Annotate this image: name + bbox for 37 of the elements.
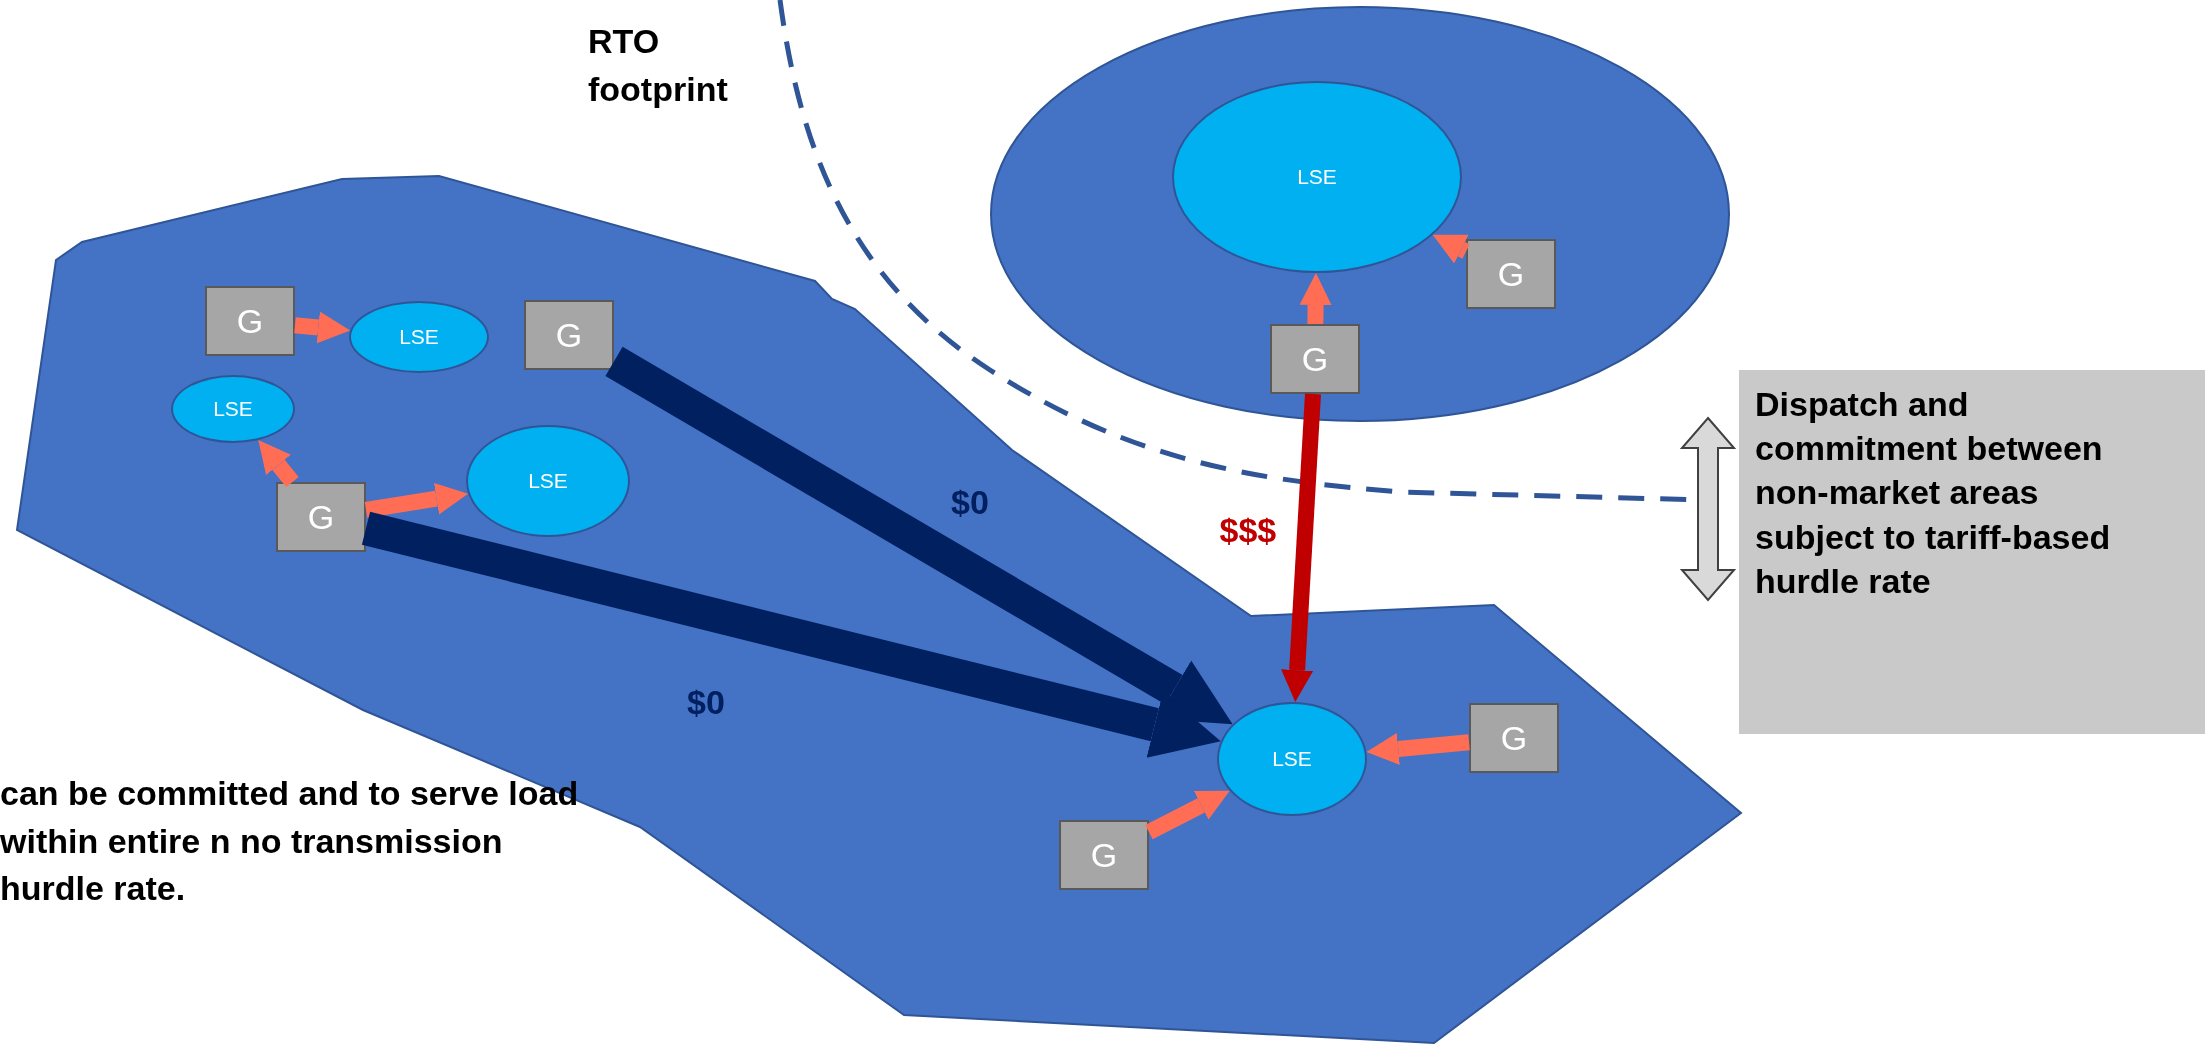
generator-box	[276, 482, 366, 552]
generator-box	[1466, 239, 1556, 309]
arrow	[1281, 393, 1321, 703]
node-label: LSE	[1297, 165, 1337, 189]
edge-label: $0	[951, 482, 989, 523]
arrow	[1432, 234, 1470, 264]
node-label: G	[1090, 835, 1118, 875]
generator-box	[1059, 820, 1149, 890]
node-label: Dispatch and commitment between non-market areas subject to tariff-based hurdle rate	[1755, 384, 2112, 602]
generator-box	[205, 286, 295, 356]
node-label: G	[1497, 254, 1525, 294]
node-label: LSE	[399, 325, 439, 349]
arrow	[361, 511, 1221, 758]
arrow	[1366, 733, 1470, 765]
node-label: LSE	[528, 469, 568, 493]
edge-label: $$$	[1219, 510, 1277, 551]
arrow	[294, 311, 351, 344]
node-label: G	[236, 301, 264, 341]
arrow	[364, 482, 469, 518]
region-ellipse	[990, 6, 1730, 422]
node-label: G	[1500, 718, 1528, 758]
edge-label: $0	[687, 682, 725, 723]
node-label: G	[307, 497, 335, 537]
node-label: G	[1301, 339, 1329, 379]
generator-box	[1469, 703, 1559, 773]
arrow	[258, 440, 299, 488]
node-label: LSE	[1272, 747, 1312, 771]
note-box	[1739, 370, 2205, 734]
arrow	[1145, 790, 1230, 840]
boundary-label: RTO footprint	[588, 21, 729, 110]
generator-box	[1270, 324, 1360, 394]
arrow	[605, 346, 1233, 725]
generator-box	[524, 300, 614, 370]
node-label: LSE	[213, 397, 253, 421]
note-text: can be committed and to serve load within entire n no transmission hurdle rate.	[0, 773, 580, 910]
node-label: G	[555, 315, 583, 355]
arrow	[1299, 273, 1332, 325]
